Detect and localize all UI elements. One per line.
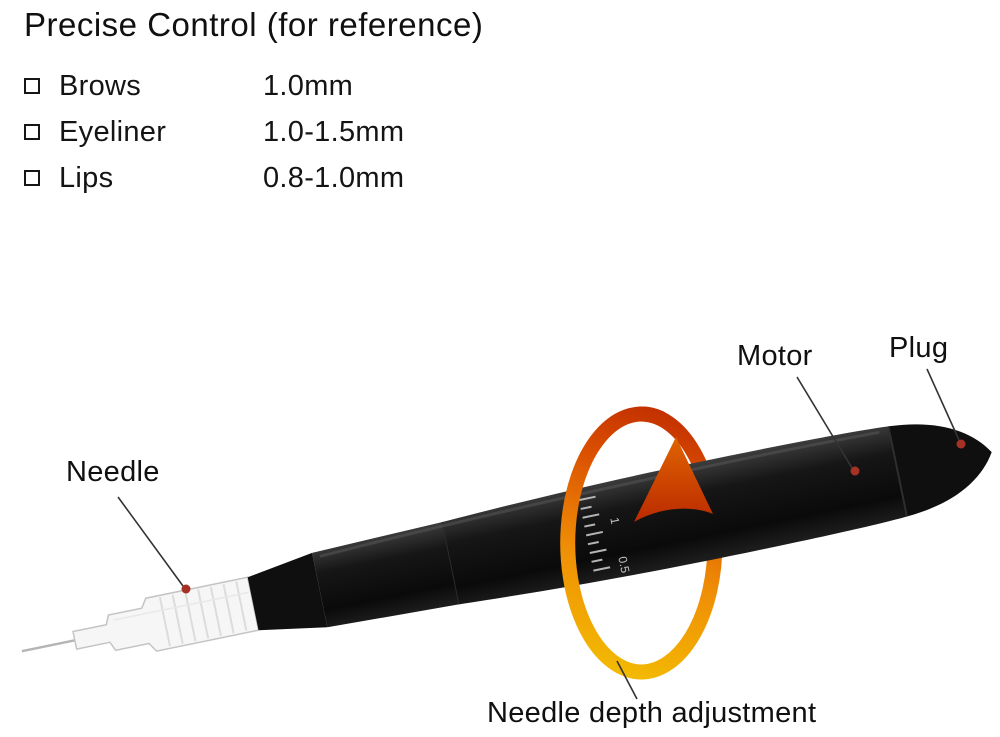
depth-leader-line <box>616 660 638 700</box>
pen-main-body <box>442 426 907 605</box>
rotation-arrow-front-arc <box>560 406 668 680</box>
motor-label: Motor <box>737 340 813 372</box>
checkbox-icon <box>24 78 40 94</box>
needle-cartridge <box>72 576 260 652</box>
spec-value: 1.0mm <box>263 69 354 102</box>
page-title: Precise Control (for reference) <box>24 6 484 43</box>
needle-tip <box>21 639 76 653</box>
spec-value: 0.8-1.0mm <box>263 161 405 194</box>
spec-row-brows: Brows 1.0mm <box>24 68 353 104</box>
checkbox-icon <box>24 170 40 186</box>
plug-leader-dot <box>956 439 966 449</box>
pen-seam-back <box>887 426 908 517</box>
pen-sheen <box>319 430 880 558</box>
needle-label: Needle <box>66 456 160 488</box>
plug-label: Plug <box>889 332 949 364</box>
spec-row-eyeliner: Eyeliner 1.0-1.5mm <box>24 114 404 150</box>
spec-value: 1.0-1.5mm <box>263 115 405 148</box>
needle-leader-line <box>117 496 184 587</box>
spec-label: Lips <box>59 161 114 194</box>
spec-label: Eyeliner <box>59 115 167 148</box>
spec-row-lips: Lips 0.8-1.0mm <box>24 160 404 196</box>
depth-adjustment-label: Needle depth adjustment <box>487 697 817 729</box>
depth-scale <box>578 495 611 572</box>
motor-leader-line <box>796 376 853 469</box>
scale-number-05: 0.5 <box>615 555 632 574</box>
checkbox-icon <box>24 124 40 140</box>
rotation-arrow-head <box>634 437 713 522</box>
cartridge-ridges <box>158 581 248 647</box>
cartridge-highlight <box>113 591 249 621</box>
pen-end-cap <box>888 424 992 517</box>
pen-front-cone <box>247 552 328 631</box>
needle-leader-dot <box>181 584 191 594</box>
plug-leader-line <box>926 368 960 441</box>
pen-body-group: 1 0.5 <box>21 424 992 653</box>
spec-label: Brows <box>59 69 142 102</box>
motor-leader-dot <box>850 466 860 476</box>
scale-number-1: 1 <box>607 516 622 526</box>
